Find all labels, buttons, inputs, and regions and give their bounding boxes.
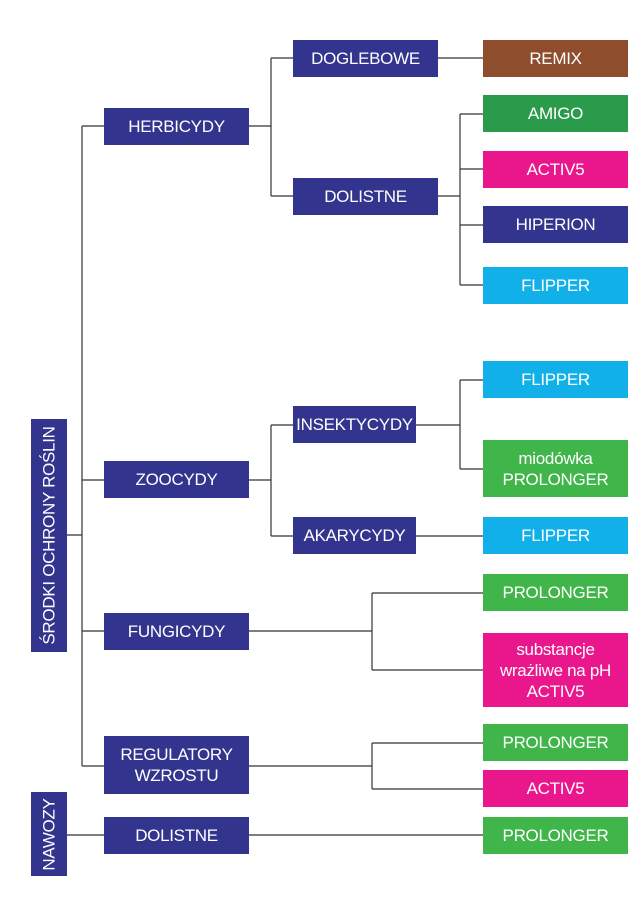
- root-fertilizers: NAWOZY: [31, 792, 67, 876]
- category-foliar-fertilizers-label: DOLISTNE: [135, 826, 218, 845]
- product-flipper-acaricide-label: FLIPPER: [521, 526, 590, 545]
- product-hiperion-label: HIPERION: [515, 215, 596, 234]
- subcategory-soil-label: DOGLEBOWE: [311, 49, 420, 68]
- subcategory-foliar-label: DOLISTNE: [324, 187, 407, 206]
- product-flipper-insecticide: FLIPPER: [483, 361, 628, 398]
- herbicides-branch: [249, 57, 293, 197]
- product-activ5-growth: ACTIV5: [483, 770, 628, 807]
- fungicides-branch: [249, 592, 483, 671]
- subcategory-acaricides: AKARYCYDY: [293, 517, 416, 554]
- category-growth-regulators-label: REGULATORY WZROSTU: [120, 745, 233, 785]
- product-prolonger-fertilizer-label: PROLONGER: [502, 826, 609, 845]
- insecticides-branch: [416, 379, 483, 470]
- product-activ5-fungicide-label: substancje wrażliwe na pH ACTIV5: [499, 639, 612, 701]
- product-prolonger-aphid: miodówka PROLONGER: [483, 440, 628, 497]
- product-flipper-acaricide: FLIPPER: [483, 517, 628, 554]
- subcategory-insecticides-label: INSEKTYCYDY: [296, 415, 413, 434]
- subcategory-soil: DOGLEBOWE: [293, 40, 438, 77]
- product-remix-label: REMIX: [529, 49, 582, 68]
- product-activ5-fungicide: substancje wrażliwe na pH ACTIV5: [483, 633, 628, 707]
- category-zoocides: ZOOCYDY: [104, 461, 249, 498]
- product-prolonger-growth-label: PROLONGER: [502, 733, 609, 752]
- product-amigo: AMIGO: [483, 95, 628, 132]
- product-flipper-insecticide-label: FLIPPER: [521, 370, 590, 389]
- category-fungicides-label: FUNGICYDY: [127, 622, 226, 641]
- product-remix: REMIX: [483, 40, 628, 77]
- root-fertilizers-label: NAWOZY: [39, 797, 59, 871]
- category-fungicides: FUNGICYDY: [104, 613, 249, 650]
- category-herbicides-label: HERBICYDY: [128, 117, 225, 136]
- zoocides-branch: [249, 424, 293, 537]
- product-prolonger-fertilizer: PROLONGER: [483, 817, 628, 854]
- product-activ5-growth-label: ACTIV5: [526, 779, 585, 798]
- product-activ5-herbicide: ACTIV5: [483, 151, 628, 188]
- product-prolonger-fungicide: PROLONGER: [483, 574, 628, 611]
- product-amigo-label: AMIGO: [527, 104, 584, 123]
- product-flipper-herbicide-label: FLIPPER: [521, 276, 590, 295]
- category-zoocides-label: ZOOCYDY: [135, 470, 218, 489]
- category-growth-regulators: REGULATORY WZROSTU: [104, 736, 249, 794]
- subcategory-acaricides-label: AKARYCYDY: [303, 526, 406, 545]
- subcategory-insecticides: INSEKTYCYDY: [293, 406, 416, 443]
- product-prolonger-aphid-label: miodówka PROLONGER: [502, 448, 609, 489]
- root-plant-protection-label: ŚRODKI OCHRONY ROŚLIN: [39, 426, 59, 645]
- product-activ5-herbicide-label: ACTIV5: [526, 160, 585, 179]
- product-flipper-herbicide: FLIPPER: [483, 267, 628, 304]
- product-prolonger-fungicide-label: PROLONGER: [502, 583, 609, 602]
- product-prolonger-growth: PROLONGER: [483, 724, 628, 761]
- root-plant-protection: ŚRODKI OCHRONY ROŚLIN: [31, 419, 67, 652]
- category-foliar-fertilizers: DOLISTNE: [104, 817, 249, 854]
- growth-regulators-branch: [249, 742, 483, 790]
- foliar-branch: [438, 113, 483, 286]
- product-hiperion: HIPERION: [483, 206, 628, 243]
- category-herbicides: HERBICYDY: [104, 108, 249, 145]
- subcategory-foliar: DOLISTNE: [293, 178, 438, 215]
- trunk-line: [67, 125, 104, 767]
